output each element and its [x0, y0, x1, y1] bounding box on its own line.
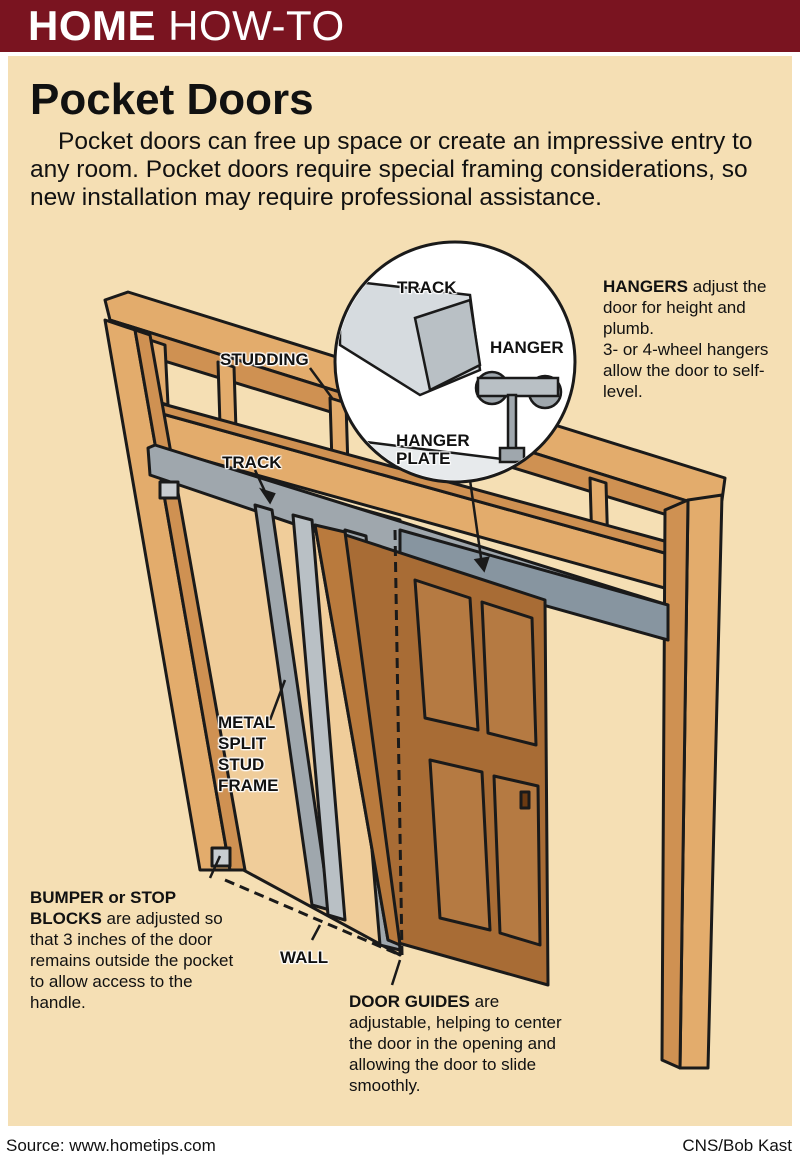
- label-hanger-plate: HANGER PLATE: [396, 431, 470, 468]
- pointer-guides: [390, 959, 402, 986]
- door-edge: [313, 523, 402, 947]
- inset-nut: [498, 446, 526, 464]
- door-handle: [519, 790, 531, 810]
- label-hanger: HANGER: [490, 338, 564, 357]
- arrow-track: [258, 487, 276, 505]
- artist-credit: CNS/Bob Kast: [682, 1136, 792, 1155]
- note-guides-bold: DOOR GUIDES: [349, 992, 470, 1011]
- note-bumper-text: are adjusted so that 3 inches of the doo…: [30, 909, 234, 1012]
- door-panel-top-r: [480, 600, 538, 747]
- right-jamb-side: [660, 498, 690, 1070]
- label-track: TRACK: [222, 453, 282, 472]
- inset-hanger-arm: [476, 376, 560, 398]
- pointer-hangers: [468, 479, 484, 566]
- arrow-hangers: [473, 556, 490, 573]
- metal-stud-2: [291, 513, 347, 922]
- page-title: Pocket Doors: [30, 75, 314, 124]
- door-panel-bottom-r: [492, 774, 542, 947]
- label-metal-split-stud-frame: METAL SPLIT STUD FRAME: [218, 713, 279, 795]
- bumper-top: [158, 480, 180, 500]
- door-panel-bottom: [428, 758, 492, 932]
- note-bumper-bold: BUMPER or STOP BLOCKS: [30, 888, 176, 928]
- header-bar: HOME HOW-TO: [0, 0, 800, 52]
- intro-paragraph: Pocket doors can free up space or create…: [30, 128, 753, 211]
- label-wall: WALL: [280, 948, 329, 967]
- note-door-guides: DOOR GUIDES are adjustable, helping to c…: [349, 991, 571, 1096]
- source-credit: Source: www.hometips.com: [6, 1136, 216, 1155]
- inset-bolt: [506, 393, 518, 452]
- header-title-bold: HOME: [28, 2, 156, 49]
- pocket-centerline: [393, 529, 404, 956]
- door-panel-top: [413, 578, 480, 732]
- hanger-inset: [333, 240, 577, 484]
- label-studding: STUDDING: [220, 350, 309, 369]
- note-guides-text: are adjustable, helping to center the do…: [349, 992, 562, 1095]
- header-title-rest: HOW-TO: [168, 2, 345, 49]
- bumper-bottom: [210, 846, 232, 868]
- inset-track-channel: [413, 298, 482, 392]
- header-title: HOME HOW-TO: [28, 4, 345, 48]
- pointer-bumper: [208, 855, 222, 879]
- note-bumper: BUMPER or STOP BLOCKS are adjusted so th…: [30, 887, 240, 1013]
- note-hangers-bold: HANGERS: [603, 277, 689, 296]
- pointer-studding: [308, 367, 334, 399]
- pointer-frame: [268, 679, 287, 721]
- note-hangers: HANGERS adjust the door for height and p…: [603, 276, 783, 402]
- note-hangers-text: adjust the door for height and plumb. 3-…: [603, 277, 769, 401]
- label-track-inset: TRACK: [397, 278, 457, 297]
- pointer-wall: [310, 924, 322, 941]
